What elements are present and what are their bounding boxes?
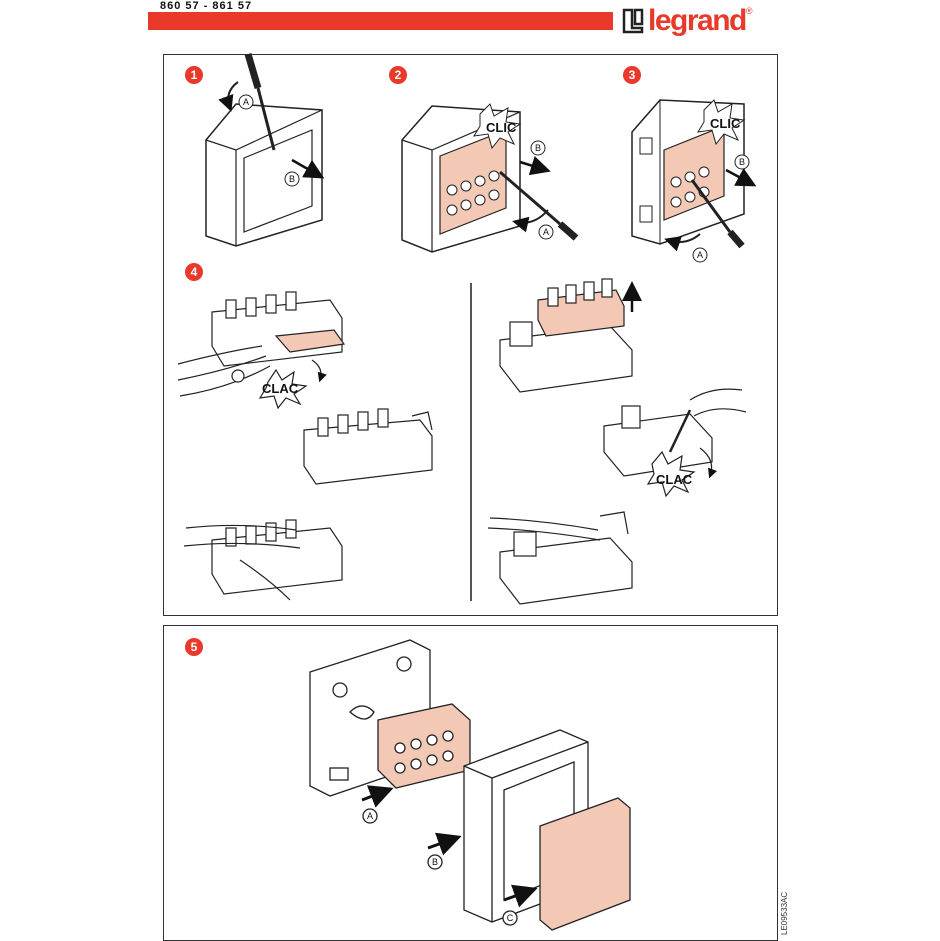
- step-4-left-illustrations: [177, 291, 433, 601]
- clac-callout-right: CLAC: [656, 472, 693, 487]
- step-badge-5: 5: [185, 638, 203, 656]
- step-badge-1: 1: [185, 66, 203, 84]
- header-red-bar: [148, 12, 613, 30]
- legrand-mark-icon: [622, 8, 644, 34]
- step-badge-2: 2: [389, 66, 407, 84]
- brand-logo: legrand ®: [622, 4, 753, 38]
- product-references: 860 57 - 861 57: [160, 0, 253, 12]
- clac-callout-left: CLAC: [262, 381, 299, 396]
- step-4-divider: [470, 283, 472, 601]
- clic-callout-step-3: CLIC: [710, 116, 741, 131]
- document-code: LE09533AC: [780, 891, 789, 935]
- brand-name: legrand: [648, 4, 747, 37]
- marker-a-step-3: A: [697, 250, 703, 260]
- step-3-illustration: [631, 99, 757, 263]
- step-badge-4: 4: [185, 263, 203, 281]
- step-1-illustration: [205, 53, 325, 247]
- registered-mark: ®: [745, 6, 753, 16]
- marker-a-step-5: A: [367, 811, 373, 821]
- marker-b-step-5: B: [432, 857, 438, 867]
- step-2-illustration: [401, 103, 579, 253]
- marker-b-step-2: B: [535, 143, 541, 153]
- marker-c-step-5: C: [507, 913, 514, 923]
- marker-b-step-3: B: [739, 157, 745, 167]
- marker-a-step-2: A: [543, 227, 549, 237]
- clic-callout-step-2: CLIC: [486, 120, 517, 135]
- step-5-illustration: [309, 639, 631, 931]
- step-4-right-illustrations: [487, 278, 747, 605]
- marker-a-step-1: A: [243, 97, 249, 107]
- step-badge-3: 3: [623, 66, 641, 84]
- marker-b-step-1: B: [289, 174, 295, 184]
